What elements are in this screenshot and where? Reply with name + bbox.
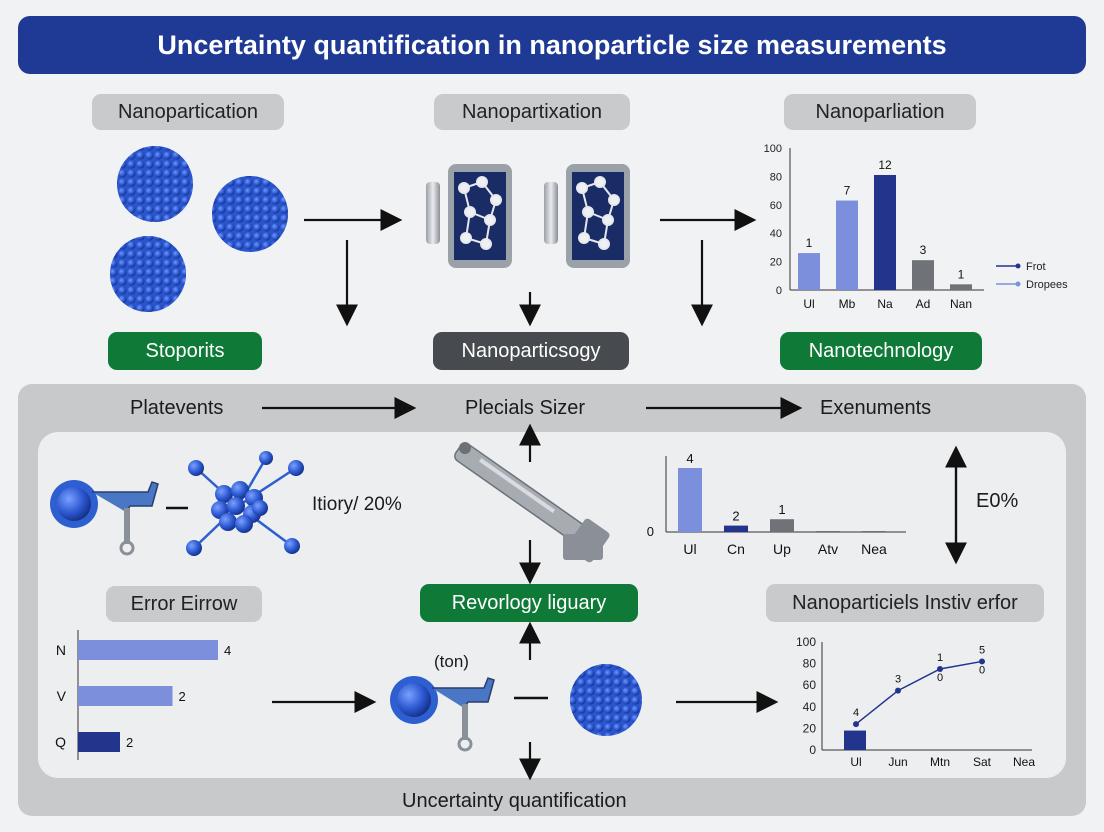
nanoparticle-cluster-icon	[110, 146, 288, 312]
nanotechnology-result: Nanotechnology	[780, 332, 982, 370]
y-tick-label: N	[56, 642, 66, 658]
bar	[78, 640, 218, 660]
y-tick-label: 0	[776, 285, 782, 297]
sizer-instrument-icon	[454, 442, 610, 563]
nanopartication-label: Nanopartication	[92, 94, 284, 130]
data-point	[853, 721, 859, 728]
platevents-label: Platevents	[130, 397, 224, 419]
y-tick-label: 20	[770, 257, 782, 269]
data-label: 4	[686, 451, 693, 466]
x-tick-label: Jun	[888, 755, 907, 769]
bar	[912, 260, 934, 290]
ton-label: (ton)	[434, 652, 469, 671]
legend-entry: Dropees	[1026, 279, 1068, 291]
data-label: 2	[732, 509, 739, 524]
bar	[950, 284, 972, 290]
data-label: 1	[958, 267, 965, 281]
data-label: 2	[126, 735, 133, 750]
plecials-sizer-label: Plecials Sizer	[465, 397, 586, 419]
data-label: 2	[179, 689, 186, 704]
data-label: 4	[853, 707, 859, 719]
x-tick-label: Ul	[683, 541, 696, 557]
data-label: 0	[937, 672, 943, 684]
y-tick-label: 60	[770, 200, 782, 212]
bar	[874, 174, 896, 290]
y-tick-label: Q	[55, 734, 66, 750]
bar	[724, 525, 748, 532]
y-tick-label: 0	[809, 743, 816, 757]
x-tick-label: Cn	[727, 541, 745, 557]
bar	[78, 686, 173, 706]
iteration-text: Itiory/ 20%	[312, 494, 402, 515]
nano-instiv-erfor-label: Nanoparticiels Instiv erfor	[766, 584, 1044, 622]
stoporits-result: Stoporits	[108, 332, 262, 370]
series-line	[855, 660, 983, 725]
x-tick-label: Ul	[850, 755, 861, 769]
y-tick-label: 100	[796, 635, 816, 649]
data-label: 7	[844, 184, 851, 198]
data-label: 1	[806, 236, 813, 250]
legend-entry: Frot	[1026, 261, 1046, 273]
x-tick-label: Nea	[1013, 755, 1035, 769]
legend-marker	[1015, 281, 1021, 287]
y-tick-label: 60	[803, 678, 817, 692]
bar	[770, 519, 794, 532]
data-point	[895, 687, 901, 694]
y-tick-label: 100	[764, 143, 782, 155]
nanopartixation-label: Nanopartixation	[434, 94, 630, 130]
bar	[798, 253, 820, 290]
error-eirrow-label: Error Eirrow	[106, 586, 262, 622]
data-label: 1	[937, 652, 943, 664]
x-tick-label: Up	[773, 541, 791, 557]
probe-network-icon	[50, 451, 304, 556]
nanoparticsogy-result: Nanoparticsogy	[433, 332, 629, 370]
probe-cluster-icon	[390, 664, 642, 752]
data-label: 5	[979, 644, 985, 656]
uncertainty-quantification-label: Uncertainty quantification	[402, 790, 627, 812]
x-tick-label: Sat	[973, 755, 992, 769]
x-tick-label: Mb	[839, 297, 856, 311]
data-label: 4	[224, 643, 231, 658]
y-tick-label: 40	[770, 228, 782, 240]
y-tick-label: V	[57, 688, 67, 704]
y-tick-label: 40	[803, 700, 817, 714]
data-label: 3	[895, 674, 901, 686]
data-label: 12	[878, 158, 892, 172]
nanoparliation-label: Nanoparliation	[784, 94, 976, 130]
x-tick-label: Ad	[916, 297, 931, 311]
data-point	[979, 658, 985, 665]
x-tick-label: Atv	[818, 541, 838, 557]
bar	[862, 531, 886, 532]
bar	[78, 732, 120, 752]
x-tick-label: Mtn	[930, 755, 950, 769]
x-tick-label: Ul	[803, 297, 814, 311]
y-tick-label: 80	[770, 171, 782, 183]
uncertainty-bar-chart: 0 4Ul 2Cn 1Up Atv Nea	[647, 451, 906, 557]
microscope-instrument-icon	[426, 164, 630, 268]
side-percent: E0%	[976, 490, 1019, 512]
data-label: 0	[979, 664, 985, 676]
y-tick-label: 80	[803, 657, 817, 671]
data-point	[937, 666, 943, 672]
data-label: 1	[778, 502, 785, 517]
bar	[844, 730, 866, 750]
x-tick-label: Nan	[950, 297, 972, 311]
y-tick-label: 0	[647, 524, 654, 539]
bar	[678, 468, 702, 532]
x-tick-label: Na	[877, 297, 893, 311]
bar	[816, 531, 840, 532]
page-title: Uncertainty quantification in nanopartic…	[18, 16, 1086, 74]
bar	[836, 200, 858, 290]
legend-marker	[1015, 263, 1021, 269]
y-tick-label: 20	[803, 721, 817, 735]
exenuments-label: Exenuments	[820, 397, 932, 419]
data-label: 3	[920, 243, 927, 257]
revorlogy-liguary-label: Revorlogy liguary	[420, 584, 638, 622]
x-tick-label: Nea	[861, 541, 887, 557]
